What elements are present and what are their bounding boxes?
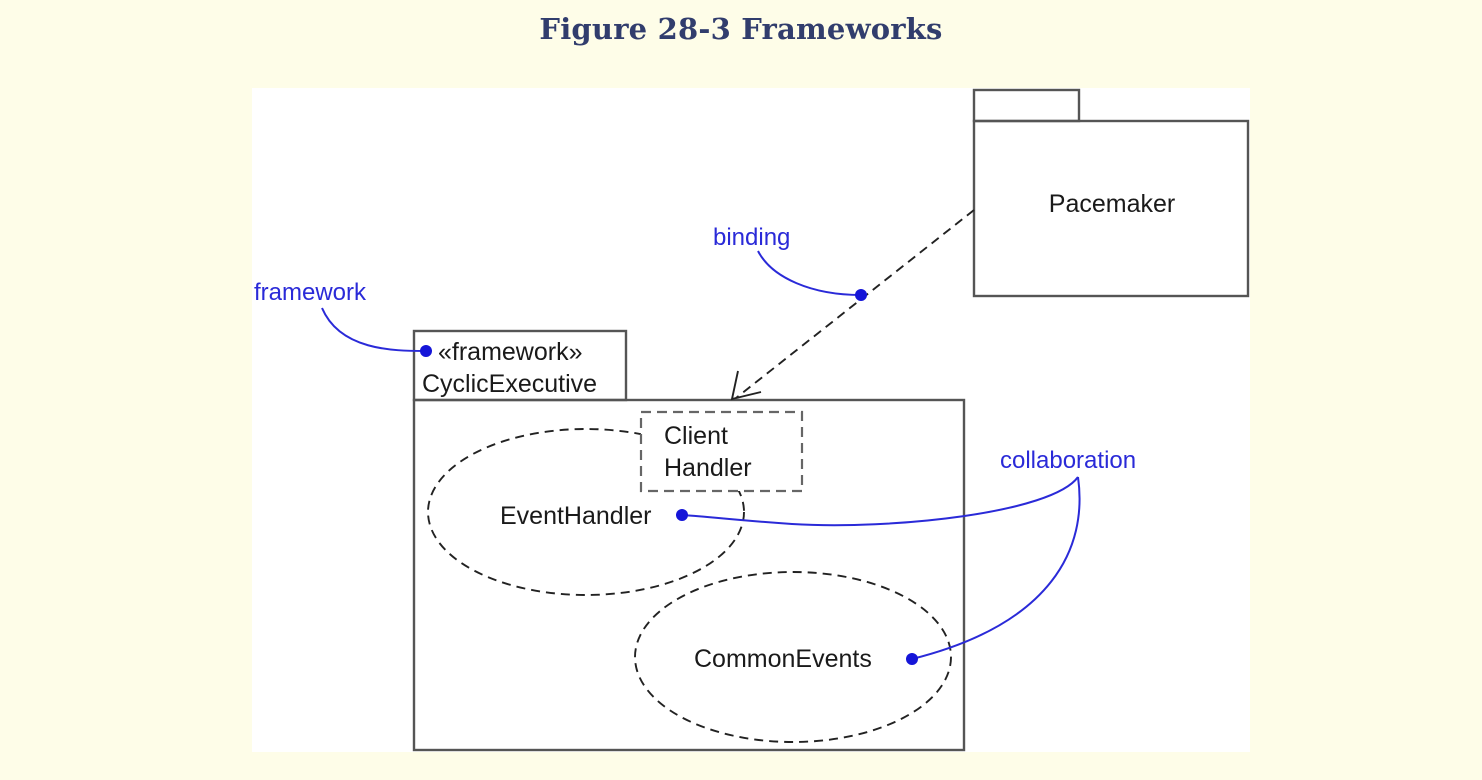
client-handler-line2: Handler (664, 454, 752, 482)
framework-note-dot (420, 345, 432, 357)
uml-diagram: Pacemaker «framework» CyclicExecutive Cl… (254, 88, 1250, 752)
client-handler-line1: Client (664, 422, 728, 450)
binding-note-pointer (757, 250, 862, 296)
framework-package: «framework» CyclicExecutive (412, 329, 966, 752)
binding-dependency (730, 209, 975, 401)
collaboration-note-label: collaboration (1000, 447, 1136, 474)
binding-note-dot (855, 289, 867, 301)
framework-note: framework (254, 279, 432, 357)
client-handler-box: Client Handler (639, 410, 804, 493)
pacemaker-package-tab (972, 88, 1081, 123)
client-handler-outline (639, 410, 804, 493)
pacemaker-label: Pacemaker (1049, 190, 1175, 218)
framework-stereotype-label: «framework» (438, 338, 583, 366)
common-events-dot (906, 653, 918, 665)
binding-arrowhead (730, 370, 762, 401)
event-handler-label: EventHandler (500, 502, 651, 530)
framework-name-label: CyclicExecutive (422, 370, 597, 398)
collaboration-note: collaboration (676, 447, 1136, 665)
common-events-collaboration (634, 571, 952, 743)
common-events-label: CommonEvents (694, 645, 872, 673)
collaboration-note-pointer-event-handler (681, 476, 1079, 527)
pacemaker-package-body (972, 119, 1250, 298)
framework-note-label: framework (254, 279, 367, 306)
event-handler-dot (676, 509, 688, 521)
pacemaker-package: Pacemaker (972, 88, 1250, 298)
framework-note-pointer (321, 307, 427, 352)
event-handler-collaboration (427, 428, 745, 596)
figure-caption: Figure 28-3 Frameworks (539, 12, 943, 46)
framework-package-body (412, 398, 966, 752)
binding-note: binding (713, 224, 867, 301)
collaboration-note-pointer-common-events (911, 476, 1081, 660)
binding-dependency-line (735, 209, 975, 399)
diagram-canvas: Pacemaker «framework» CyclicExecutive Cl… (252, 88, 1250, 752)
binding-note-label: binding (713, 224, 790, 251)
